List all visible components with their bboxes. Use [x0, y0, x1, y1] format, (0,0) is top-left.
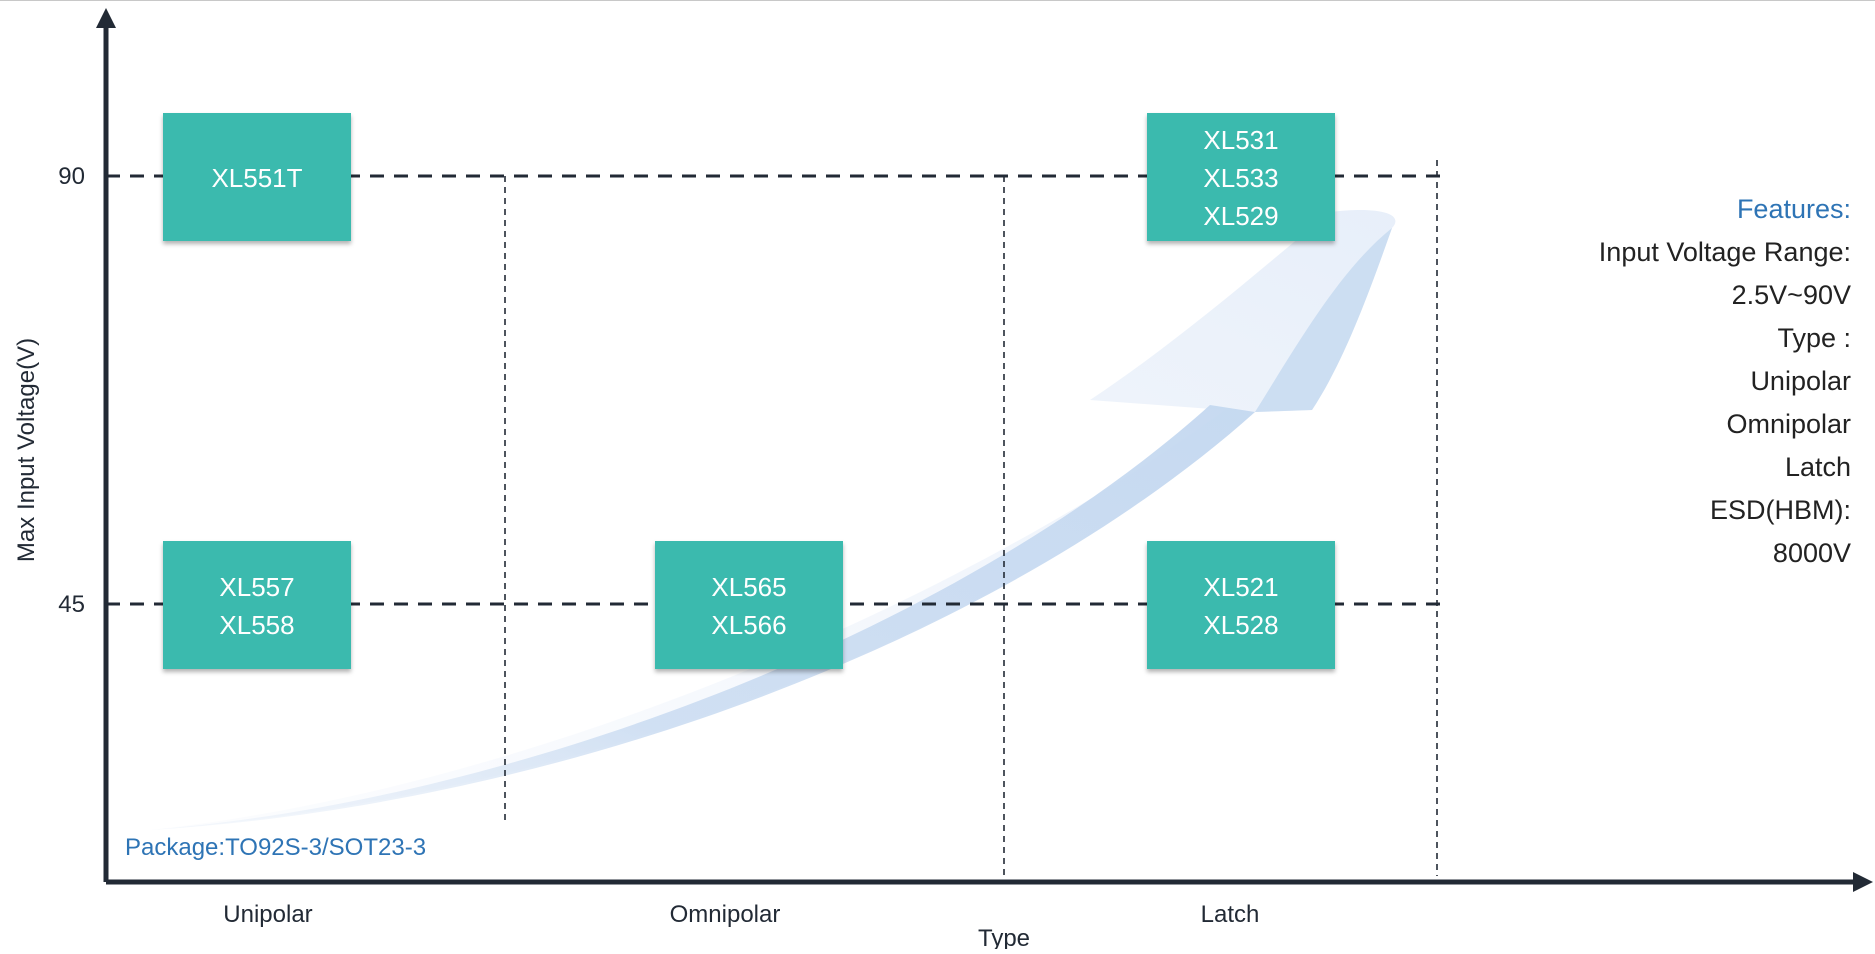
feature-line: 2.5V~90V	[1732, 280, 1851, 310]
product-part-label: XL531	[1203, 125, 1278, 155]
feature-line: Unipolar	[1750, 366, 1851, 396]
package-annotation: Package:TO92S-3/SOT23-3	[125, 834, 426, 861]
growth-arrow-icon	[150, 209, 1396, 831]
product-part-label: XL529	[1203, 201, 1278, 231]
feature-line: Input Voltage Range:	[1599, 237, 1851, 267]
x-category-label: Unipolar	[223, 901, 312, 928]
x-axis-arrow-icon	[1853, 872, 1873, 892]
feature-line: Latch	[1785, 452, 1851, 482]
reference-gridlines	[106, 160, 1440, 876]
product-part-label: XL521	[1203, 572, 1278, 602]
feature-line: ESD(HBM):	[1710, 495, 1851, 525]
features-title: Features:	[1737, 194, 1851, 224]
product-box-bg	[1147, 113, 1335, 241]
product-boxes: XL551TXL531XL533XL529XL557XL558XL565XL56…	[163, 113, 1335, 669]
feature-line: 8000V	[1773, 538, 1851, 568]
product-part-label: XL528	[1203, 610, 1278, 640]
y-axis-arrow-icon	[96, 8, 116, 28]
product-box-bg	[655, 541, 843, 669]
product-part-label: XL551T	[211, 163, 302, 193]
y-axis-ticks: 90 45	[58, 163, 85, 618]
product-part-label: XL558	[219, 610, 294, 640]
y-tick-label: 45	[58, 591, 85, 618]
x-category-label: Latch	[1201, 901, 1260, 928]
product-box-bg	[163, 541, 351, 669]
chart-axes	[96, 8, 1873, 892]
y-tick-label: 90	[58, 163, 85, 190]
feature-line: Omnipolar	[1726, 409, 1851, 439]
product-box-bg	[1147, 541, 1335, 669]
x-axis-categories: Unipolar Omnipolar Latch	[223, 901, 1259, 928]
product-box-bg	[163, 113, 351, 241]
feature-line: Type :	[1777, 323, 1851, 353]
x-axis-title: Type	[978, 925, 1030, 949]
product-part-label: XL533	[1203, 163, 1278, 193]
product-part-label: XL557	[219, 572, 294, 602]
y-axis-title: Max Input Voltage(V)	[13, 338, 40, 562]
product-part-label: XL565	[711, 572, 786, 602]
features-panel: Features: Input Voltage Range: 2.5V~90V Typ…	[1599, 194, 1851, 568]
x-category-label: Omnipolar	[670, 901, 781, 928]
product-box: XL551T	[163, 113, 351, 241]
top-divider	[0, 0, 1875, 1]
product-part-label: XL566	[711, 610, 786, 640]
